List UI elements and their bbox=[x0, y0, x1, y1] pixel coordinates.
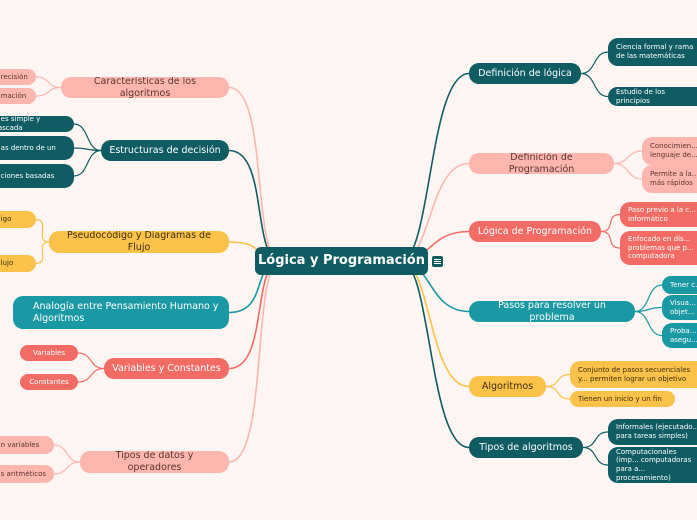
subtopic-def-logica-1[interactable]: Estudio de los principios bbox=[608, 87, 697, 106]
subtopic-logica-programacion-0[interactable]: Paso previo a la c... informático bbox=[620, 202, 697, 227]
topic-tipos-datos[interactable]: Tipos de datos y operadores bbox=[80, 451, 229, 473]
subtopic-estructuras-1[interactable]: ...as dentro de un bbox=[0, 136, 74, 160]
subtopic-def-programacion-1[interactable]: Permite a la... más rápidos bbox=[642, 165, 697, 193]
connector-line bbox=[77, 367, 105, 383]
subtopic-pseudocodigo-0[interactable]: ...igo bbox=[0, 211, 36, 228]
connector-line bbox=[600, 213, 621, 233]
connector-line bbox=[35, 86, 62, 97]
connector-line bbox=[613, 150, 643, 165]
subtopic-variables-1[interactable]: Constantes bbox=[20, 374, 78, 390]
topic-def-programacion[interactable]: Definición de Programación bbox=[469, 153, 614, 174]
subtopic-tipos-datos-1[interactable]: ...s aritméticos bbox=[0, 465, 54, 483]
connector-line bbox=[582, 446, 609, 466]
subtopic-tipos-algoritmos-0[interactable]: Informales (ejecutado... para tareas sim… bbox=[608, 419, 697, 445]
topic-analogia[interactable]: Analogía entre Pensamiento Humano y Algo… bbox=[13, 296, 229, 329]
subtopic-algoritmos-1[interactable]: Tienen un inicio y un fin bbox=[570, 391, 675, 407]
connector-line bbox=[634, 306, 663, 313]
connector-line bbox=[35, 218, 50, 243]
subtopic-caracteristicas-0[interactable]: ...recisión bbox=[0, 69, 36, 85]
central-topic[interactable]: Lógica y Programación bbox=[255, 247, 428, 275]
subtopic-tipos-datos-0[interactable]: ...n variables bbox=[0, 436, 54, 454]
subtopic-pasos-1[interactable]: Visua... objet... bbox=[662, 295, 697, 320]
connector-line bbox=[634, 310, 663, 337]
connector-line bbox=[77, 352, 105, 370]
connector-line bbox=[53, 444, 81, 463]
topic-algoritmos[interactable]: Algoritmos bbox=[469, 376, 546, 397]
connector-line bbox=[580, 72, 609, 98]
connector-line bbox=[582, 431, 609, 449]
topic-pasos[interactable]: Pasos para resolver un problema bbox=[469, 301, 635, 322]
subtopic-def-logica-0[interactable]: Ciencia formal y rama de las matemáticas bbox=[608, 38, 697, 66]
subtopic-tipos-algoritmos-1[interactable]: Computacionales (imp... computadoras par… bbox=[608, 447, 697, 483]
topic-estructuras[interactable]: Estructuras de decisión bbox=[101, 140, 229, 161]
subtopic-pasos-2[interactable]: Proba... asegu... bbox=[662, 323, 697, 348]
subtopic-logica-programacion-1[interactable]: Enfocado en dis... problemas que p... co… bbox=[620, 231, 697, 265]
subtopic-pasos-0[interactable]: Tener c... bbox=[662, 276, 697, 294]
subtopic-estructuras-2[interactable]: ...ciones basadas bbox=[0, 164, 74, 188]
subtopic-algoritmos-0[interactable]: Conjunto de pasos secuenciales y... perm… bbox=[570, 361, 697, 388]
connector-line bbox=[545, 373, 571, 388]
connector-line bbox=[400, 260, 470, 449]
subtopic-estructuras-0[interactable]: ...es simple y cascada bbox=[0, 116, 74, 132]
subtopic-caracteristicas-1[interactable]: ...mación bbox=[0, 88, 36, 104]
connector-line bbox=[228, 86, 282, 262]
connector-line bbox=[228, 260, 282, 463]
connector-line bbox=[228, 149, 282, 262]
topic-caracteristicas[interactable]: Características de los algoritmos bbox=[61, 77, 229, 98]
topic-def-logica[interactable]: Definición de lógica bbox=[469, 63, 581, 84]
subtopic-def-programacion-0[interactable]: Conocimien... lenguaje de... bbox=[642, 137, 697, 165]
topic-pseudocodigo[interactable]: Pseudocódigo y Diagramas de Flujo bbox=[49, 231, 229, 253]
subtopic-variables-0[interactable]: Variables bbox=[20, 345, 78, 361]
connector-line bbox=[73, 123, 102, 152]
topic-variables[interactable]: Variables y Constantes bbox=[104, 358, 229, 379]
connector-line bbox=[545, 385, 571, 400]
connector-line bbox=[35, 241, 50, 265]
notes-icon[interactable] bbox=[432, 256, 443, 267]
connector-line bbox=[35, 76, 62, 89]
connector-line bbox=[580, 51, 609, 75]
connector-line bbox=[53, 461, 81, 475]
connector-line bbox=[228, 260, 282, 370]
connector-line bbox=[600, 230, 621, 249]
connector-line bbox=[613, 162, 643, 180]
topic-tipos-algoritmos[interactable]: Tipos de algoritmos bbox=[469, 437, 583, 458]
topic-logica-programacion[interactable]: Lógica de Programación bbox=[469, 221, 601, 242]
subtopic-pseudocodigo-1[interactable]: ...lujo bbox=[0, 255, 36, 272]
connector-line bbox=[400, 260, 470, 388]
connector-line bbox=[73, 149, 102, 177]
connector-line bbox=[634, 284, 663, 313]
